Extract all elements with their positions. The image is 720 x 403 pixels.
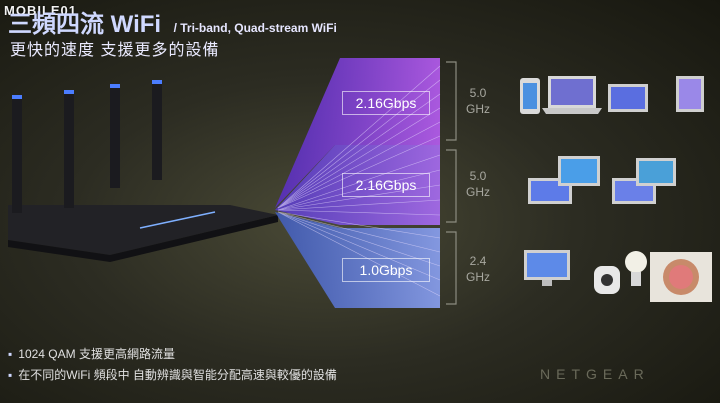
- band-frequency: 5.0 GHz: [460, 85, 496, 117]
- frequency-unit: GHz: [466, 270, 490, 284]
- bulb-icon: [625, 251, 647, 286]
- list-item: ▪在不同的WiFi 頻段中 自動辨識與智能分配高速與較優的設備: [8, 368, 337, 382]
- list-item: ▪1024 QAM 支援更高網路流量: [8, 347, 175, 361]
- band-beams: [275, 58, 441, 308]
- tablet-icon: [608, 76, 704, 112]
- monitor-icon: [524, 250, 570, 286]
- frequency-value: 5.0: [469, 86, 487, 100]
- feature-list: ▪1024 QAM 支援更高網路流量 ▪在不同的WiFi 頻段中 自動辨識與智能…: [8, 345, 337, 387]
- frequency-unit: GHz: [466, 185, 490, 199]
- laptop-icon: [542, 76, 602, 114]
- monitor-icon: [528, 156, 676, 204]
- band-frequency: 5.0 GHz: [460, 168, 496, 200]
- slide-title: 三頻四流 WiFi / Tri-band, Quad-stream WiFi: [8, 4, 337, 39]
- band-speed-label: 2.16Gbps: [342, 173, 430, 197]
- brand-logo: NETGEAR: [540, 366, 650, 382]
- phone-icon: [520, 78, 540, 114]
- bullet-icon: ▪: [8, 347, 13, 361]
- camera-icon: [594, 266, 620, 294]
- router-icon: [8, 80, 278, 262]
- band-speed-label: 2.16Gbps: [342, 91, 430, 115]
- watermark-logo: MOBILE01: [4, 3, 78, 18]
- thermostat-icon: [650, 252, 712, 302]
- frequency-value: 5.0: [469, 169, 487, 183]
- slide-subtitle: 更快的速度 支援更多的設備: [10, 42, 220, 59]
- frequency-value: 2.4: [469, 254, 487, 268]
- band-brackets: [446, 61, 457, 305]
- title-main: 三頻四流 WiFi: [8, 11, 162, 38]
- band-frequency: 2.4 GHz: [460, 253, 496, 285]
- band-speed-label: 1.0Gbps: [342, 258, 430, 282]
- title-subtitle-en: / Tri-band, Quad-stream WiFi: [173, 21, 337, 35]
- bullet-icon: ▪: [8, 368, 13, 382]
- frequency-unit: GHz: [466, 102, 490, 116]
